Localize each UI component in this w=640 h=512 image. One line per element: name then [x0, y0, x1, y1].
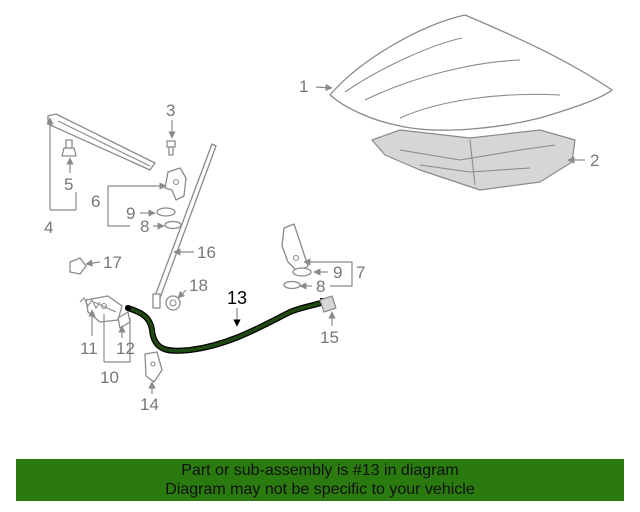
callout-5: 5 — [64, 175, 73, 194]
callout-11: 11 — [80, 339, 98, 358]
callout-4: 4 — [44, 218, 53, 237]
prop-rod-grommet[interactable] — [69, 257, 87, 275]
parts-diagram: 1 2 3 4 5 6 7 8 8 9 9 10 11 12 13 14 15 … — [44, 14, 613, 414]
callout-9-right: 9 — [333, 263, 342, 282]
callout-2: 2 — [590, 151, 599, 170]
callout-8-right: 8 — [316, 277, 325, 296]
hood-prop-rod[interactable] — [152, 143, 217, 309]
callout-17: 17 — [103, 253, 122, 272]
callout-6: 6 — [91, 192, 100, 211]
info-banner: Part or sub-assembly is #13 in diagram D… — [16, 459, 624, 501]
banner-line-2: Diagram may not be specific to your vehi… — [165, 481, 475, 498]
hood-hinge-right[interactable] — [281, 223, 309, 273]
hood-clip[interactable] — [61, 139, 77, 157]
hood-insulator[interactable] — [371, 129, 576, 191]
latch-spring[interactable] — [79, 297, 101, 310]
hinge-shim-left[interactable] — [156, 207, 176, 217]
cable-clip[interactable] — [319, 295, 337, 313]
hood-hinge-left[interactable] — [164, 167, 187, 201]
callout-7: 7 — [356, 263, 365, 282]
callout-16: 16 — [197, 243, 216, 262]
prop-rod-holder[interactable] — [165, 295, 181, 311]
hinge-shim-right[interactable] — [292, 267, 312, 277]
hood-seal[interactable] — [47, 113, 156, 171]
callout-9-left: 9 — [126, 204, 135, 223]
hood-panel[interactable] — [329, 14, 613, 131]
callout-3: 3 — [166, 101, 175, 120]
callout-1: 1 — [299, 77, 308, 96]
leader-lines — [46, 84, 585, 394]
callout-10: 10 — [100, 368, 119, 387]
hinge-washer-left[interactable] — [164, 220, 182, 230]
callout-14: 14 — [140, 395, 159, 414]
callout-12: 12 — [116, 339, 135, 358]
callout-13: 13 — [227, 288, 247, 308]
hinge-washer-right[interactable] — [283, 280, 301, 290]
hinge-bolt[interactable] — [166, 140, 176, 156]
callout-15: 15 — [320, 328, 339, 347]
callout-8-left: 8 — [140, 217, 149, 236]
banner-line-1: Part or sub-assembly is #13 in diagram — [181, 462, 459, 479]
callout-18: 18 — [189, 276, 208, 295]
safety-catch[interactable] — [144, 351, 163, 383]
